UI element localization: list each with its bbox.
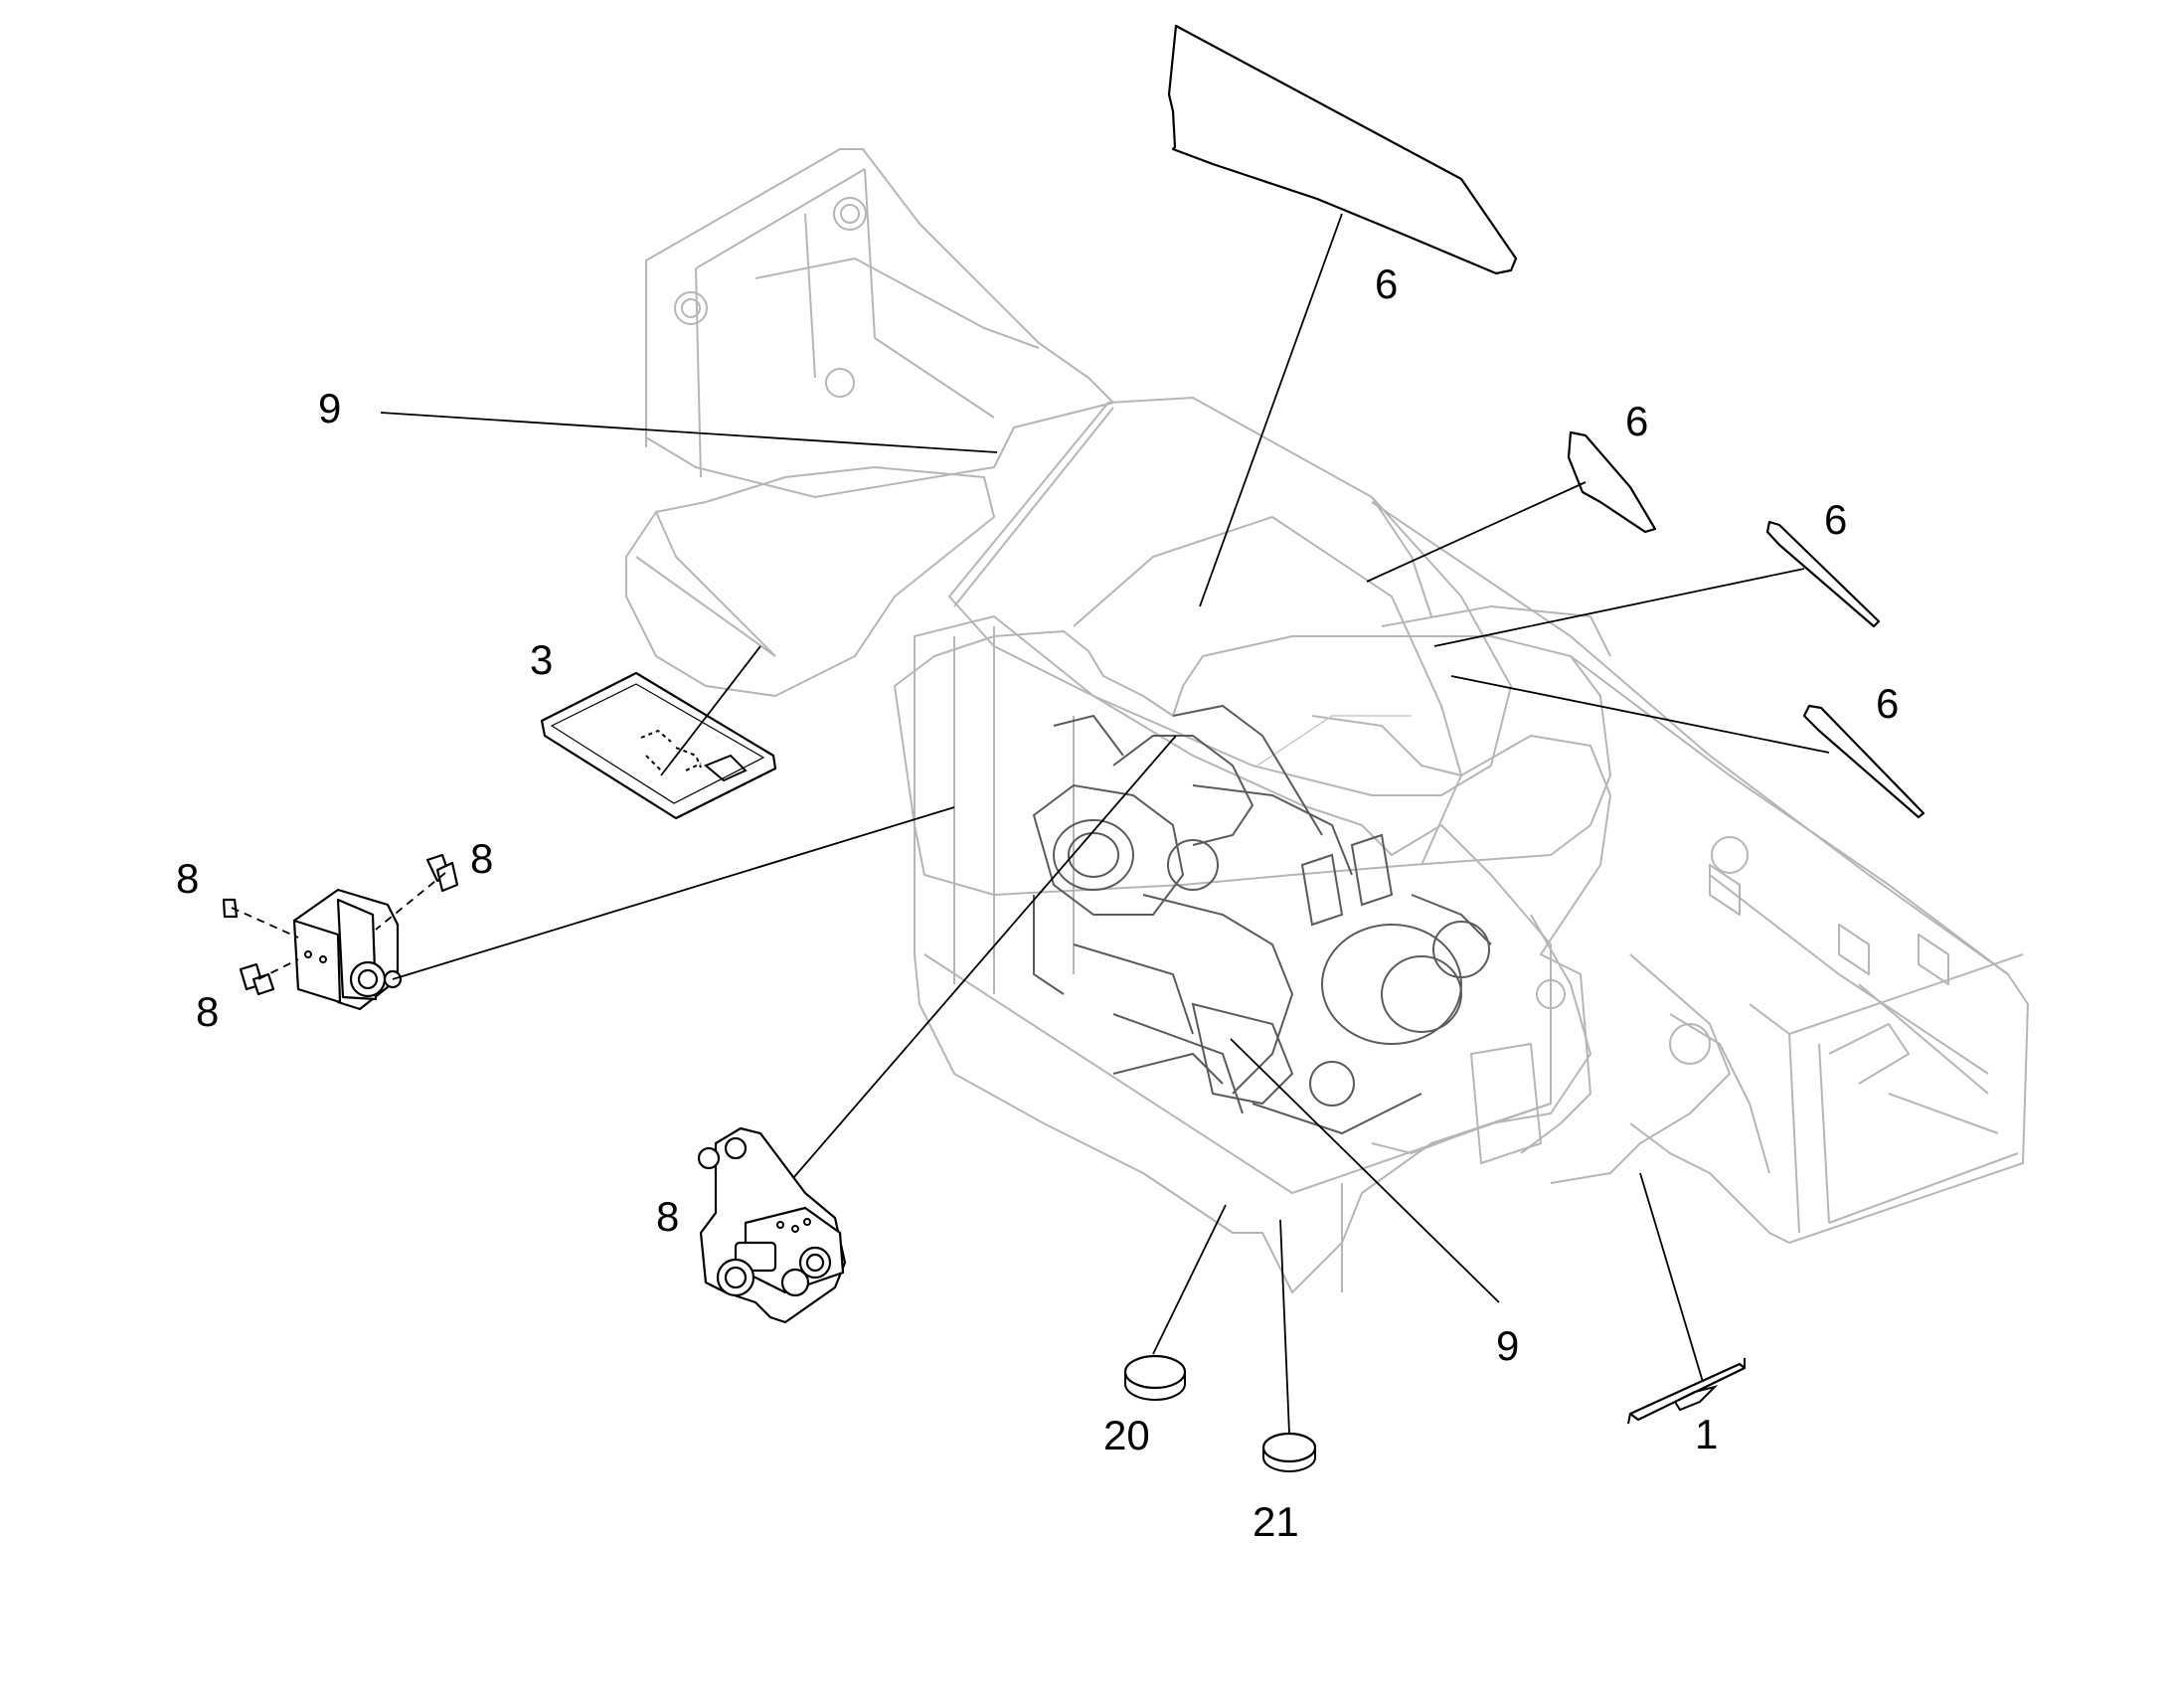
callout-8-pump-tr: 8 [470,835,493,882]
callout-1: 1 [1695,1411,1718,1457]
callout-6-a: 6 [1625,398,1648,444]
leader-lines [231,213,1830,1435]
callout-8-valve: 8 [656,1193,679,1240]
callout-3: 3 [530,636,553,683]
callout-8-pump-b: 8 [196,988,219,1035]
part-1-wiper-strip [1627,1358,1747,1425]
engine-assembly [1032,704,1492,1135]
callout-6-top: 6 [1375,260,1398,307]
callout-6-b: 6 [1824,496,1847,543]
part-6-seal-a [1567,430,1657,534]
part-6-seal-b [1765,520,1881,628]
callout-9-top: 9 [318,385,341,431]
part-8-control-valve [697,1126,847,1324]
part-6-seal-c [1802,704,1925,819]
part-20-plug [1123,1354,1187,1401]
callout-labels: 6 6 6 6 9 3 8 8 8 8 9 20 21 1 [176,260,1899,1545]
callout-9-bottom: 9 [1496,1322,1519,1369]
callout-21: 21 [1253,1498,1299,1545]
part-6-hood-seal-large [1167,24,1518,275]
callout-6-c: 6 [1876,680,1899,727]
callout-20: 20 [1103,1412,1150,1458]
part-8-hydraulic-pump [222,853,459,1011]
machine-frame-ghost [625,148,2029,1293]
part-21-plug [1261,1432,1317,1472]
callout-8-pump-tl: 8 [176,855,199,902]
part-3-cover-plate [540,671,777,820]
